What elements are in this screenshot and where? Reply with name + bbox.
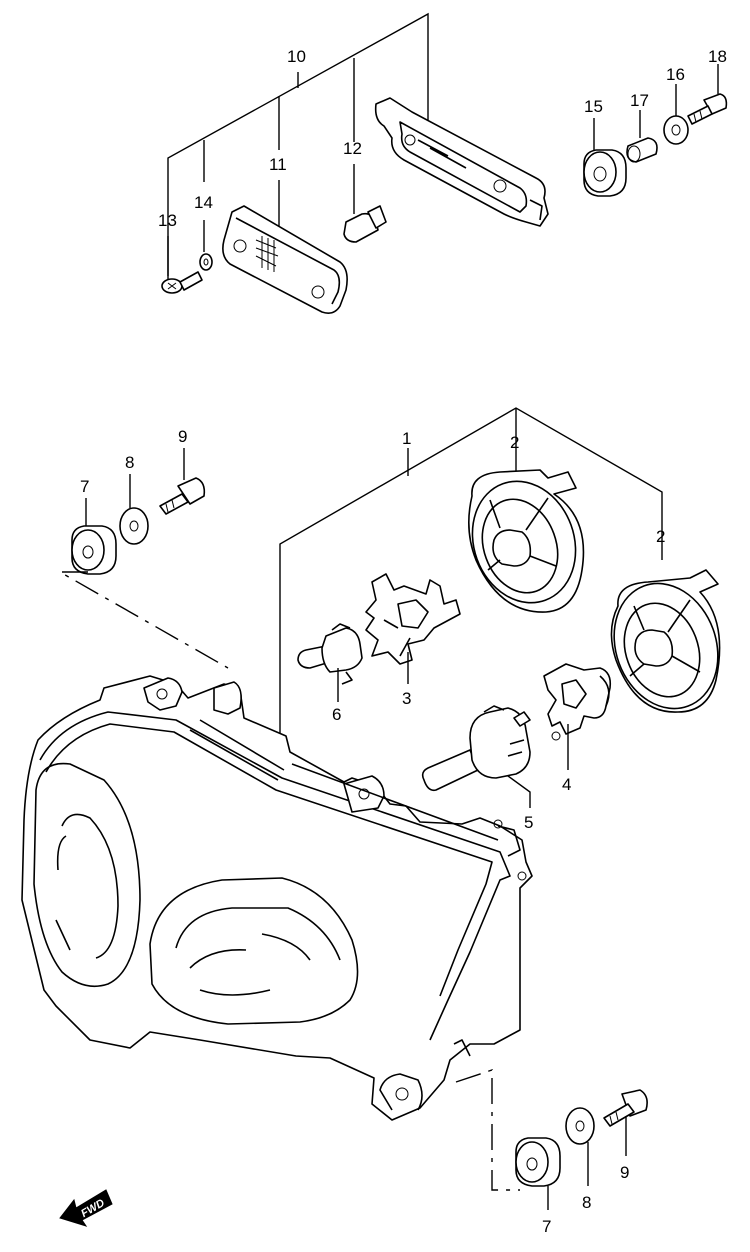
callout-2-upper: 2: [510, 433, 519, 452]
mounting-hardware-top: [583, 64, 728, 197]
headlamp-housing: [21, 675, 533, 1121]
washer-8-lower: [565, 1107, 595, 1145]
callout-17: 17: [630, 91, 649, 110]
grommet-7-upper: [71, 525, 117, 575]
callout-7-upper: 7: [80, 477, 89, 496]
callout-8-lower: 8: [582, 1193, 591, 1212]
headlamp-bracket-lines: [279, 407, 663, 760]
callout-10: 10: [287, 47, 306, 66]
callout-9-upper: 9: [178, 427, 187, 446]
callout-7-lower: 7: [542, 1217, 551, 1236]
dashed-mount-line-lower: [455, 1069, 520, 1191]
callout-18: 18: [708, 47, 727, 66]
position-lamp-lens: [222, 205, 348, 314]
leader-5: [507, 775, 531, 808]
bulb-cover-upper: [468, 469, 585, 613]
callout-4: 4: [562, 775, 571, 794]
collar-17: [626, 137, 658, 163]
position-lamp-housing: [374, 97, 549, 227]
washer-8-upper: [119, 507, 149, 545]
bulb-cover-lower: [610, 569, 721, 713]
callout-6: 6: [332, 705, 341, 724]
callout-9-lower: 9: [620, 1163, 629, 1182]
callout-13: 13: [158, 211, 177, 230]
callout-8-upper: 8: [125, 453, 134, 472]
position-lamp-bulb: [343, 164, 387, 243]
bolt-9-lower: [603, 1089, 648, 1127]
callout-2-lower: 2: [656, 527, 665, 546]
screw-13: [161, 271, 203, 294]
callout-11: 11: [269, 155, 287, 174]
callout-15: 15: [584, 97, 603, 116]
mounting-hardware-right: [455, 1069, 648, 1210]
arrow-left-down-icon: FWD: [59, 1189, 113, 1227]
bolt-9-upper: [159, 477, 206, 515]
grommet-15: [583, 149, 627, 197]
position-lamp-assembly: [161, 12, 549, 314]
dashed-mount-line-upper: [57, 571, 229, 669]
callout-3: 3: [402, 689, 411, 708]
socket-3: [365, 573, 461, 665]
washer-14: [199, 253, 213, 271]
callout-14: 14: [194, 193, 213, 212]
fwd-label: FWD: [79, 1197, 107, 1220]
washer-16: [663, 115, 689, 145]
bolt-18: [687, 93, 728, 125]
bulb-6: [297, 623, 363, 685]
callout-1: 1: [402, 429, 411, 448]
mounting-hardware-left: [57, 448, 229, 669]
callout-16: 16: [666, 65, 685, 84]
grommet-7-lower: [515, 1137, 561, 1187]
socket-4: [543, 663, 612, 741]
callout-5: 5: [524, 813, 533, 832]
bulb-5: [421, 705, 531, 792]
callout-12: 12: [343, 139, 362, 158]
